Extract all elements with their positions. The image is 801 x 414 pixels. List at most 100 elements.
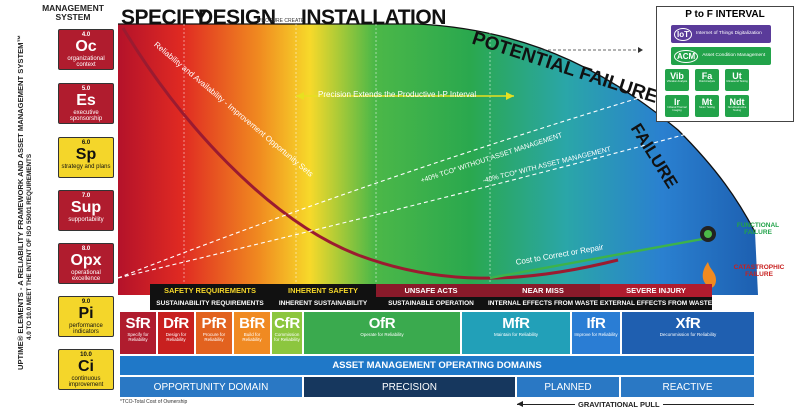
box-symbol: MfR: [502, 315, 530, 332]
box-symbol: OfR: [368, 315, 396, 332]
pf-curve: [118, 23, 756, 233]
element-number: 7.0: [81, 193, 91, 199]
box-symbol: IfR: [586, 315, 606, 332]
element-symbol: Es: [76, 92, 96, 109]
pf-cell-label: Ultrasound Testing: [726, 80, 748, 83]
box-label: Procure for Reliability: [202, 332, 226, 342]
element-number: 9.0: [81, 299, 91, 305]
operating-domains-title: ASSET MANAGEMENT OPERATING DOMAINS: [120, 356, 754, 375]
element-number: 6.0: [81, 140, 91, 146]
element-symbol: Opx: [70, 252, 102, 269]
pf-cell-label: Vibration Analysis: [666, 80, 688, 83]
pf-cell-label: Infrared Thermal Imaging: [667, 106, 687, 112]
box-symbol: XfR: [675, 315, 701, 332]
procure-create-label: PROCURE CREATE: [258, 18, 305, 24]
element-symbol: Sp: [75, 146, 97, 163]
element-number: 5.0: [81, 86, 91, 92]
acm-label: Asset Condition Management: [702, 53, 766, 59]
tco-with-line: [118, 119, 739, 279]
sustainability-band-3: INTERNAL EFFECTS FROM WASTE: [486, 297, 600, 310]
management-system-title: MANAGEMENT SYSTEM: [42, 3, 104, 22]
pf-cell-symbol: Ut: [732, 71, 742, 81]
box-label: Decommission for Reliability: [659, 332, 717, 337]
vertical-subtitle: 4.0 TO 10.0 MEET THE INTENT OF ISO 55001…: [26, 153, 33, 340]
catastrophic-failure-label: CATASTROPHIC FAILURE: [733, 264, 785, 278]
acm-tile: ACM Asset Condition Management: [671, 47, 771, 65]
pf-cell-symbol: Fa: [701, 71, 713, 81]
pf-interval-title: P to F INTERVAL: [685, 9, 765, 20]
reliability-curve: [121, 27, 619, 280]
opportunity-domain: OPPORTUNITY DOMAIN: [120, 377, 302, 397]
element-name: organizational context: [67, 56, 105, 68]
element-name: strategy and plans: [61, 164, 111, 170]
element-symbol: Sup: [70, 199, 102, 216]
pf-cell-symbol: Vib: [670, 71, 684, 81]
pf-cell-label: Motor Testing: [699, 106, 715, 109]
element-name: performance indicators: [69, 323, 103, 335]
flame-icon: [702, 262, 716, 288]
pf-cell-symbol: Ndt: [729, 97, 745, 107]
acm-icon: ACM: [674, 49, 699, 63]
sustainability-band-4: EXTERNAL EFFECTS FROM WASTE: [600, 297, 712, 310]
element-name: continuous improvement: [68, 376, 104, 388]
sustainability-band-1: INHERENT SUSTAINABILITY: [270, 297, 376, 310]
spectrum-area: [118, 24, 758, 295]
element-number: 4.0: [81, 32, 91, 38]
vertical-title: UPTIME® ELEMENTS - A RELIABILITY FRAMEWO…: [16, 34, 25, 370]
box-label: Specify for Reliability: [127, 332, 149, 342]
box-symbol: SfR: [125, 315, 151, 332]
box-symbol: BfR: [239, 315, 265, 332]
iot-label: Internet of Things Digitalization: [696, 31, 762, 37]
element-name: executive sponsorship: [69, 110, 103, 122]
gravitational-arrowhead: [517, 401, 523, 407]
box-symbol: PfR: [201, 315, 227, 332]
planned-domain: PLANNED: [517, 377, 619, 397]
element-number: 10.0: [80, 352, 92, 358]
installation-label: INSTALLATION: [301, 6, 446, 29]
box-label: Design for Reliability: [165, 332, 187, 342]
element-name: operational excellence: [71, 270, 101, 282]
safety-band-1: INHERENT SAFETY: [270, 284, 376, 297]
box-label: Build for Reliability: [242, 332, 262, 342]
element-symbol: Pi: [78, 305, 94, 322]
safety-band-4: SEVERE INJURY: [600, 284, 712, 297]
element-name: supportability: [68, 217, 104, 223]
box-label: Commission for Reliability: [274, 332, 300, 342]
precision-domain: PRECISION: [304, 377, 515, 397]
gravitational-pull-label: GRAVITATIONAL PULL: [575, 400, 663, 409]
lifecycle-curve-graphic: [118, 23, 758, 295]
sustainability-band-2: SUSTAINABLE OPERATION: [376, 297, 486, 310]
pf-cell-label: Non-Destructive Testing: [727, 106, 747, 112]
box-label: Operate for Reliability: [360, 332, 404, 337]
sustainability-band-0: SUSTAINABILITY REQUIREMENTS: [150, 297, 270, 310]
safety-band-2: UNSAFE ACTS: [376, 284, 486, 297]
specify-label: SPECIFY: [121, 6, 208, 29]
tco-without-line: [118, 79, 699, 279]
pf-interval-box: P to F INTERVAL IoT Internet of Things D…: [656, 6, 794, 122]
pf-cell-label: Fluid Analysis: [699, 80, 715, 83]
box-symbol: DfR: [163, 315, 189, 332]
safety-band-0: SAFETY REQUIREMENTS: [150, 284, 270, 297]
tco-footnote: *TCO-Total Cost of Ownership: [120, 399, 188, 405]
box-label: Maintain for Reliability: [493, 332, 539, 337]
vertical-title-block: UPTIME® ELEMENTS - A RELIABILITY FRAMEWO…: [6, 35, 46, 370]
box-symbol: CfR: [274, 315, 300, 332]
element-symbol: Oc: [75, 38, 97, 55]
reactive-domain: REACTIVE: [621, 377, 754, 397]
